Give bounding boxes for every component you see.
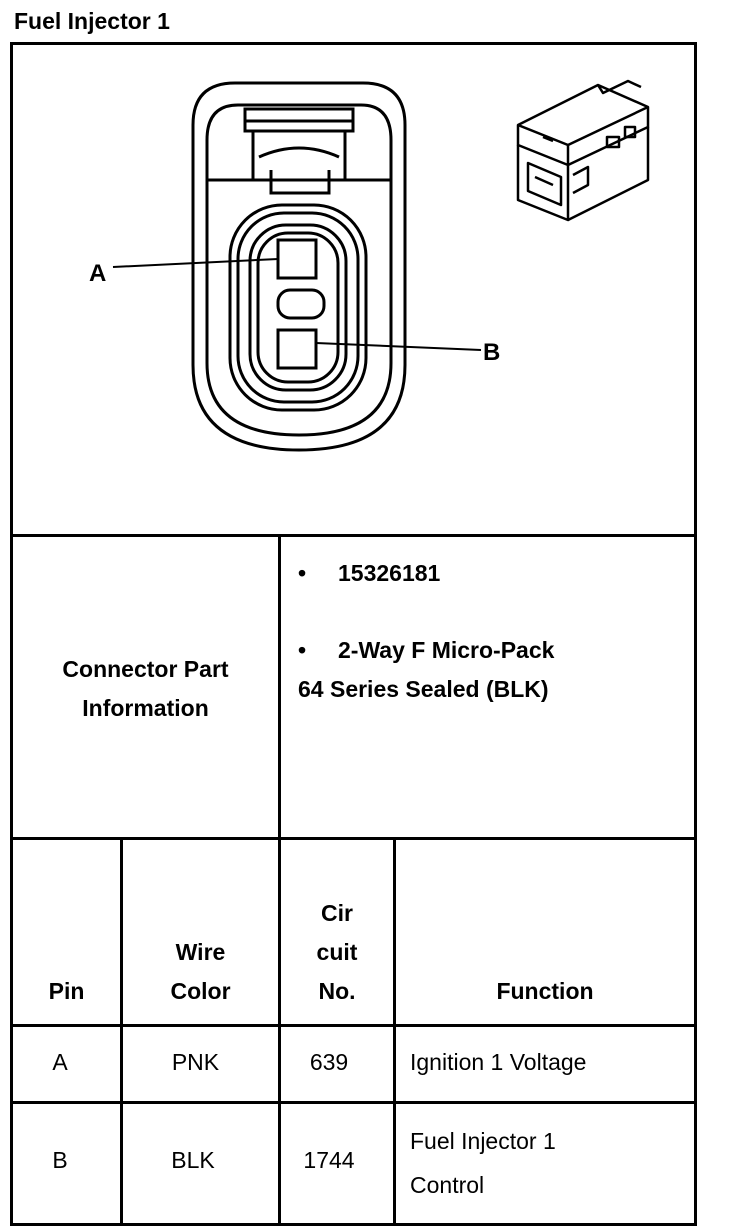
header-circuit-line2: cuit bbox=[316, 939, 358, 965]
connector-isometric-icon bbox=[516, 79, 650, 222]
connector-info-label-line1: Connector Part bbox=[62, 656, 229, 682]
connector-description-item: • 2-Way F Micro-Pack 64 Series Sealed (BL… bbox=[298, 631, 554, 709]
divider-diagram-info bbox=[10, 534, 697, 537]
row-b-pin: B bbox=[52, 1147, 68, 1173]
row-b-wire-color: BLK bbox=[171, 1147, 215, 1173]
connector-diagram: A B bbox=[89, 79, 650, 452]
header-function: Function bbox=[496, 978, 594, 1004]
pin-b-leader-line bbox=[315, 342, 482, 351]
part-number-item: • 15326181 bbox=[298, 554, 440, 593]
connector-description-line2: 64 Series Sealed (BLK) bbox=[298, 676, 549, 702]
pin-a-label: A bbox=[89, 260, 106, 287]
bullet: • bbox=[298, 560, 307, 586]
row-a-circuit: 639 bbox=[309, 1049, 349, 1075]
row-a-function: Ignition 1 Voltage bbox=[410, 1049, 587, 1075]
header-wire-color-line2: Color bbox=[170, 978, 231, 1004]
pin-a-leader-line bbox=[112, 258, 279, 268]
header-circuit-line1: Cir bbox=[321, 900, 353, 926]
header-wire-color: Wire Color bbox=[123, 933, 278, 1011]
header-wire-color-line1: Wire bbox=[175, 939, 226, 965]
divider-col-circuit bbox=[393, 839, 396, 1226]
header-pin: Pin bbox=[48, 978, 85, 1004]
connector-description-line1: 2-Way F Micro-Pack bbox=[338, 637, 555, 663]
divider-col-wire bbox=[278, 839, 281, 1226]
page-title: Fuel Injector 1 bbox=[14, 8, 170, 34]
divider-row-a-b bbox=[10, 1101, 697, 1104]
connector-table-frame bbox=[10, 42, 697, 1226]
connector-info-label-line2: Information bbox=[82, 695, 209, 721]
row-a-pin: A bbox=[52, 1049, 68, 1075]
row-a-wire-color: PNK bbox=[171, 1049, 220, 1075]
bullet: • bbox=[298, 637, 307, 663]
divider-info-table bbox=[10, 837, 697, 840]
connector-info-label: Connector Part Information bbox=[13, 650, 278, 728]
divider-header-row bbox=[10, 1024, 697, 1027]
divider-info-columns bbox=[278, 536, 281, 839]
header-circuit-line3: No. bbox=[318, 978, 356, 1004]
row-b-function-line2: Control bbox=[410, 1172, 485, 1198]
connector-face-drawing bbox=[191, 81, 407, 452]
pin-b-label: B bbox=[483, 339, 500, 366]
row-b-circuit: 1744 bbox=[303, 1147, 355, 1173]
row-b-function: Fuel Injector 1 Control bbox=[410, 1119, 556, 1207]
header-circuit: Cir cuit No. bbox=[281, 894, 393, 1011]
part-number: 15326181 bbox=[338, 560, 441, 586]
row-b-function-line1: Fuel Injector 1 bbox=[410, 1128, 556, 1154]
divider-col-pin bbox=[120, 839, 123, 1226]
